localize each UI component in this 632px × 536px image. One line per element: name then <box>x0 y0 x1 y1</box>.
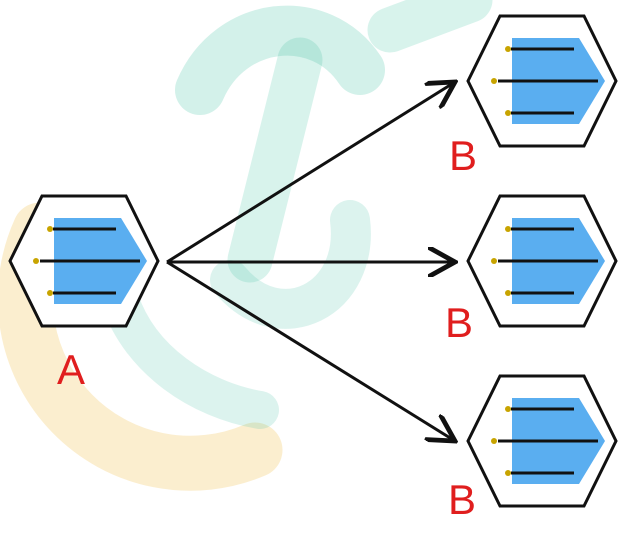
target-cell-top <box>466 14 618 148</box>
label-b-top: B <box>449 132 477 179</box>
label-a: A <box>57 346 85 393</box>
label-b-bottom: B <box>448 476 476 523</box>
arrow-to-bottom-b <box>166 260 455 441</box>
target-cell-bottom <box>466 374 618 508</box>
arrow-to-top-b <box>166 82 455 264</box>
source-cell <box>8 194 160 328</box>
arrows <box>166 82 455 441</box>
label-b-middle: B <box>445 299 473 346</box>
target-cell-middle <box>466 194 618 328</box>
